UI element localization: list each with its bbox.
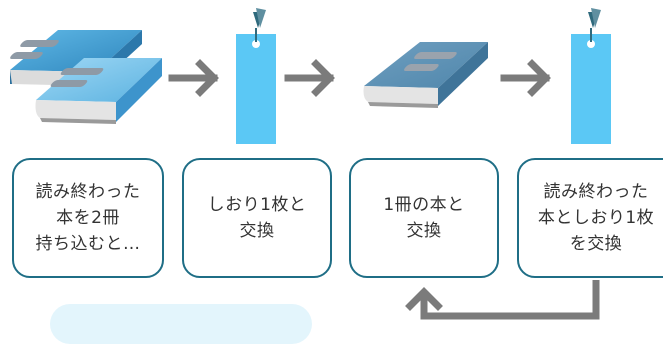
flow-diagram: 読み終わった 本を2冊 持ち込むと… しおり1枚と 交換 1冊の本と 交換 読み… [10,8,663,344]
step-box-1: 読み終わった 本を2冊 持ち込むと… [12,158,164,278]
step-3-text: 1冊の本と 交換 [383,192,464,244]
book-icon [363,42,488,108]
bookmark-icon [571,8,611,144]
step-2-text: しおり1枚と 交換 [208,192,307,244]
step-box-3: 1冊の本と 交換 [349,158,499,278]
step-3-line-2: 交換 [406,221,442,241]
bookmark-icon [236,8,276,144]
diagram-artwork [10,8,611,320]
step-4-line-1: 読み終わった [543,182,649,202]
arrow-right-icon [168,59,219,97]
step-3-line-1: 1冊の本と [383,195,465,215]
note-panel [50,304,312,344]
step-1-text: 読み終わった 本を2冊 持ち込むと… [36,179,141,257]
step-4-text: 読み終わった 本としおり1枚 を交換 [538,179,654,257]
step-1-line-3: 持ち込むと… [35,234,141,254]
step-4-line-3: を交換 [569,234,623,254]
books-stack-icon [10,30,162,124]
return-arrow-icon [405,280,600,320]
step-4-line-2: 本としおり1枚 [537,208,655,228]
step-2-line-2: 交換 [239,221,275,241]
step-2-line-1: しおり1枚と [207,195,307,215]
step-box-2: しおり1枚と 交換 [182,158,332,278]
arrow-right-icon [500,59,551,97]
step-1-line-2: 本を2冊 [56,208,120,228]
step-box-4: 読み終わった 本としおり1枚 を交換 [517,158,663,278]
step-1-line-1: 読み終わった [35,182,141,202]
arrow-right-icon [284,59,335,97]
